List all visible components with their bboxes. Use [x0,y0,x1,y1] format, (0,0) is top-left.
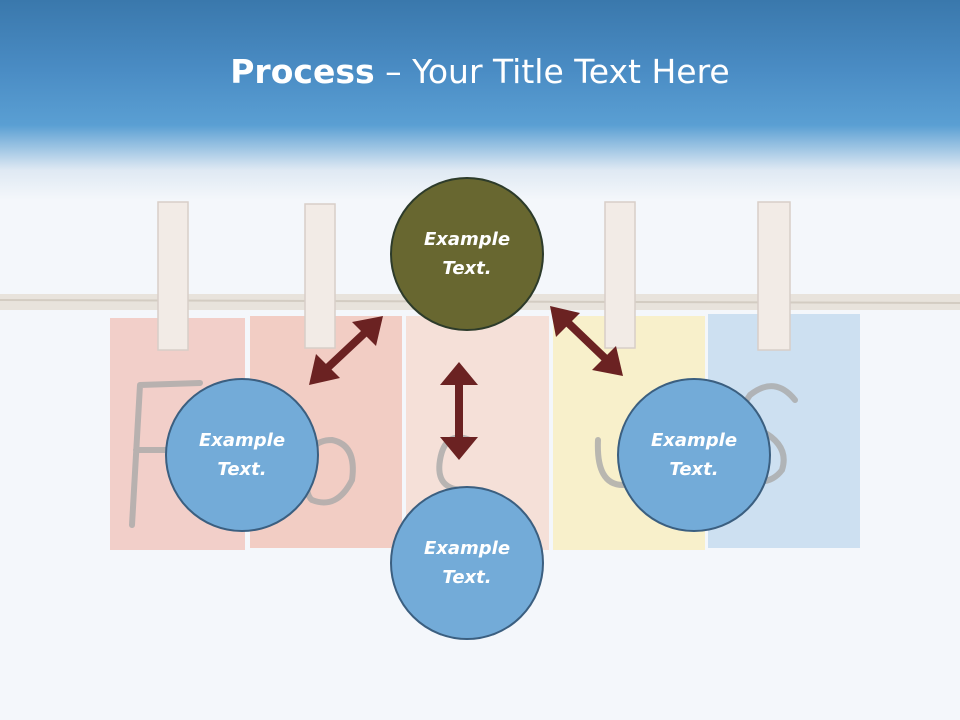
right-node-text: Example Text. [634,426,754,484]
left-node-line2: Text. [217,459,267,480]
title-bold: Process [230,52,375,91]
right-node-line1: Example [650,430,738,451]
clothespin-3 [604,201,636,349]
left-node[interactable]: Example Text. [165,378,319,532]
center-node[interactable]: Example Text. [390,177,544,331]
right-node-line2: Text. [669,459,719,480]
center-node-line2: Text. [442,258,492,279]
title-rest: – Your Title Text Here [374,52,730,91]
header-band [0,0,960,200]
bottom-node-line1: Example [423,538,511,559]
clothespin-2 [304,203,336,349]
bottom-node[interactable]: Example Text. [390,486,544,640]
right-node[interactable]: Example Text. [617,378,771,532]
left-node-text: Example Text. [182,426,302,484]
clothespin-1 [157,201,189,351]
left-node-line1: Example [198,430,286,451]
bottom-node-text: Example Text. [407,534,527,592]
center-node-text: Example Text. [407,225,527,283]
center-node-line1: Example [423,229,511,250]
clothespin-4 [757,201,791,351]
slide-title: Process – Your Title Text Here [0,52,960,91]
bottom-node-line2: Text. [442,567,492,588]
